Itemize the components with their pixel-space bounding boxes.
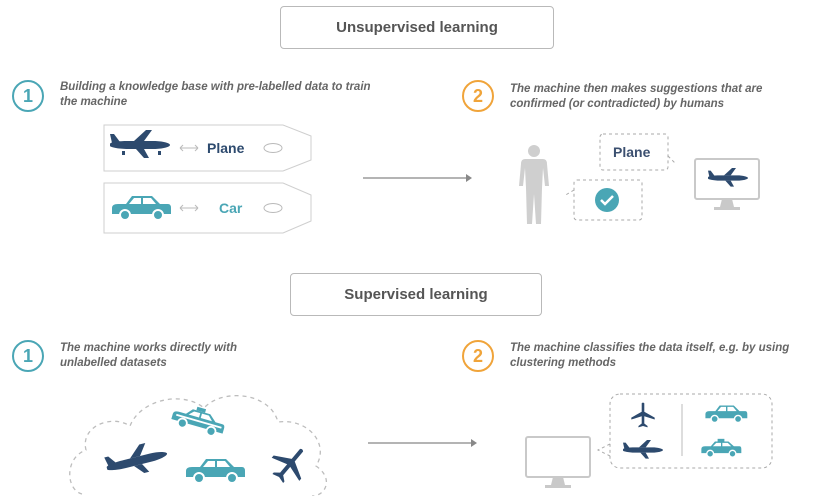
data-cloud <box>69 395 327 496</box>
bottom-step1-number: 1 <box>12 340 44 372</box>
plane-tag-shape <box>103 124 312 172</box>
unsupervised-title-box: Unsupervised learning <box>280 6 554 49</box>
top-step1-text: Building a knowledge base with pre-label… <box>60 81 371 108</box>
monitor-icon-bottom <box>525 436 591 488</box>
plane-icon <box>110 130 170 158</box>
unsupervised-title: Unsupervised learning <box>336 19 498 36</box>
plane-tag-label: Plane <box>207 140 245 156</box>
clusters-bubble <box>596 393 773 469</box>
cluster-car-icon <box>705 405 748 424</box>
human-icon <box>519 145 549 224</box>
car-tag-label: Car <box>219 200 243 216</box>
cluster-topview-plane-icon <box>631 402 655 428</box>
bottom-step1-text: The machine works directly with unlabell… <box>60 342 238 369</box>
bottom-step2-number: 2 <box>462 340 494 372</box>
top-step2-text: The machine then makes suggestions that … <box>510 83 763 110</box>
top-step2-number: 2 <box>462 80 494 112</box>
supervised-title: Supervised learning <box>344 286 488 303</box>
top-flow-arrow <box>363 174 472 182</box>
taxi-icon-cloud <box>171 406 225 437</box>
bubble-plane-label: Plane <box>613 144 651 160</box>
car-icon <box>112 196 171 221</box>
bottom-flow-arrow <box>368 439 477 447</box>
topview-plane-icon-cloud <box>271 448 304 484</box>
supervised-title-box: Supervised learning <box>290 273 542 316</box>
monitor-plane-icon <box>708 168 748 187</box>
cluster-plane-icon <box>623 440 663 459</box>
top-step1-number: 1 <box>12 80 44 112</box>
cluster-taxi-icon <box>701 438 742 458</box>
plane-tag-arrows <box>179 144 199 152</box>
plane-icon-cloud <box>104 442 168 474</box>
bottom-step2-text: The machine classifies the data itself, … <box>510 342 790 369</box>
check-icon <box>595 188 619 212</box>
car-icon-cloud <box>186 459 245 484</box>
car-tag-arrows <box>179 204 199 212</box>
plane-speech-bubble <box>599 133 677 171</box>
